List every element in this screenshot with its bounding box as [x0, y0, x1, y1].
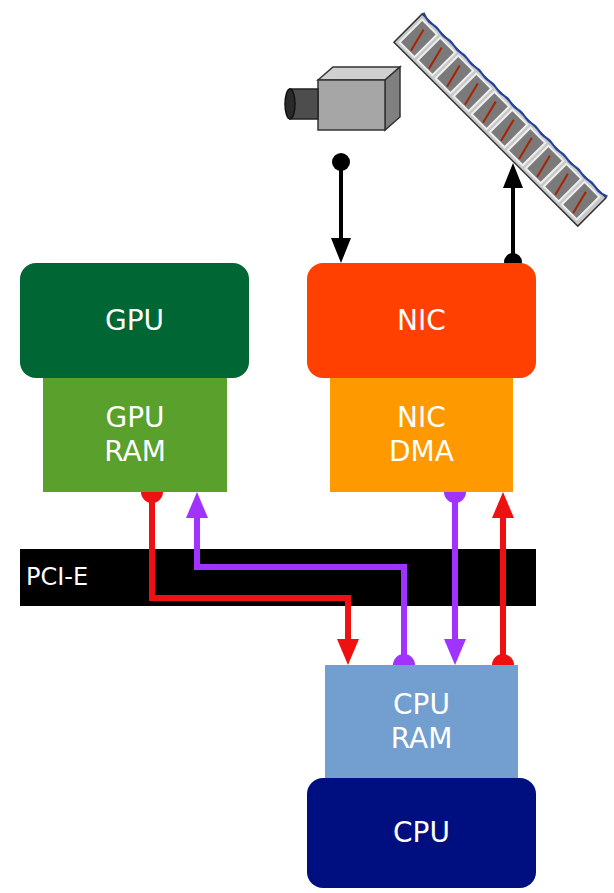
wire-arrowhead	[331, 238, 351, 263]
box-label: CPU RAM	[391, 688, 453, 755]
box-label: NIC DMA	[389, 401, 454, 468]
array-element	[515, 138, 536, 159]
box-label: NIC	[397, 304, 446, 338]
memory-box: GPU RAM	[43, 378, 227, 492]
array-wire	[503, 163, 523, 271]
array-element	[407, 29, 428, 50]
array-strip	[394, 14, 606, 226]
array-element	[461, 84, 482, 105]
processor-box: GPU	[20, 263, 249, 378]
processor-box: CPU	[307, 778, 536, 888]
box-label: PCI-E	[26, 563, 88, 592]
box-label: GPU	[105, 304, 164, 338]
array-element	[479, 102, 500, 123]
memory-box: NIC DMA	[330, 378, 513, 492]
camera-side	[385, 67, 400, 130]
array-element	[443, 66, 464, 87]
bus-band: PCI-E	[20, 549, 536, 606]
array-element	[551, 174, 572, 195]
camera-wire	[331, 153, 351, 263]
array-element	[533, 156, 554, 177]
array-wire	[422, 13, 608, 199]
data-transfer-arrow	[452, 492, 458, 639]
connectors	[152, 492, 503, 665]
data-transfer-arrow	[197, 518, 404, 665]
array-element	[497, 120, 518, 141]
camera-body	[318, 80, 385, 130]
camera-icon	[285, 67, 400, 130]
wire-dot	[332, 153, 350, 171]
array-cell	[562, 182, 599, 219]
wire-arrowhead	[503, 163, 523, 188]
array-element	[425, 48, 446, 69]
wire-line	[339, 162, 343, 240]
data-transfer-arrow	[500, 518, 506, 665]
box-label: CPU	[393, 816, 450, 850]
camera-lens-front	[285, 89, 295, 119]
array-element	[569, 192, 590, 213]
processor-box: NIC	[307, 263, 536, 378]
box-label: GPU RAM	[104, 401, 166, 468]
memory-box: CPU RAM	[325, 665, 518, 778]
wire-line	[511, 186, 515, 262]
antenna-array	[394, 13, 608, 227]
